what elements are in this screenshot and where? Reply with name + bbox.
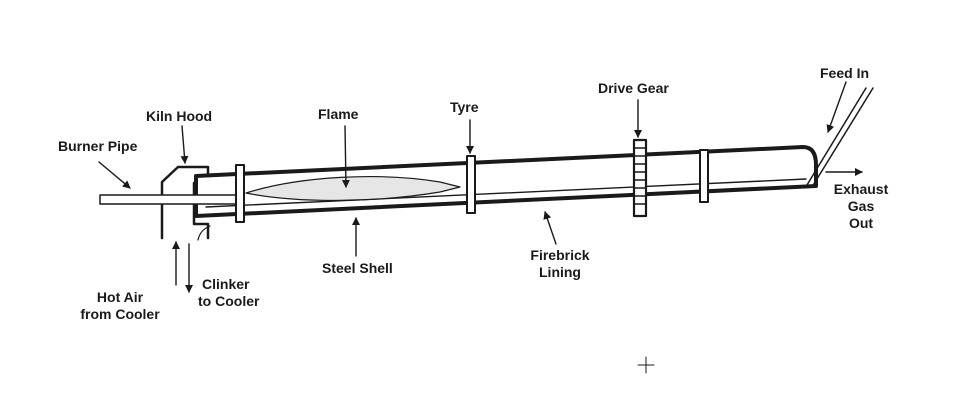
label-kiln-hood: Kiln Hood <box>146 108 213 124</box>
tyre-ring-3 <box>699 149 709 203</box>
arrow-clinker-curve <box>197 225 211 241</box>
label-feed-in: Feed In <box>820 65 870 81</box>
label-hot-air-line-2: from Cooler <box>80 306 160 322</box>
label-hot-air-line-1: Hot Air <box>96 289 144 305</box>
label-steel-shell: Steel Shell <box>322 260 393 276</box>
label-clinker-line-2: to Cooler <box>198 293 260 309</box>
label-firebrick-lining: Firebrick Lining <box>520 247 600 281</box>
label-exhaust-line-2: Gas <box>847 198 875 214</box>
label-drive-gear: Drive Gear <box>598 80 669 96</box>
arrow-kiln-hood <box>180 125 189 164</box>
arrow-burner-pipe <box>98 161 131 189</box>
arrow-firebrick <box>543 211 557 245</box>
label-exhaust-line-3: Out <box>848 215 874 231</box>
label-tyre: Tyre <box>450 99 479 115</box>
steel-shell-tube <box>194 145 818 218</box>
label-firebrick-line-2: Lining <box>539 264 581 280</box>
arrow-feed-in <box>826 81 847 133</box>
tyre-ring-1 <box>235 164 245 223</box>
flame-shape <box>245 176 461 201</box>
feed-chute-line-1 <box>811 87 874 188</box>
label-exhaust-line-1: Exhaust <box>833 181 889 197</box>
label-firebrick-line-1: Firebrick <box>530 247 590 263</box>
burner-pipe-shape <box>99 194 243 205</box>
label-flame: Flame <box>318 106 359 122</box>
label-hot-air-from-cooler: Hot Air from Cooler <box>70 289 170 323</box>
label-exhaust-gas-out: Exhaust Gas Out <box>826 181 896 232</box>
label-burner-pipe: Burner Pipe <box>58 138 138 154</box>
label-clinker-to-cooler: Clinker to Cooler <box>198 276 259 310</box>
drive-gear-teeth <box>633 147 647 205</box>
crosshair-cursor-icon <box>637 356 655 374</box>
label-clinker-line-1: Clinker <box>202 276 250 292</box>
tyre-ring-2 <box>466 155 476 214</box>
feed-chute-line-2 <box>806 87 867 186</box>
arrow-flame <box>341 125 350 188</box>
drive-gear-shape <box>632 138 648 218</box>
